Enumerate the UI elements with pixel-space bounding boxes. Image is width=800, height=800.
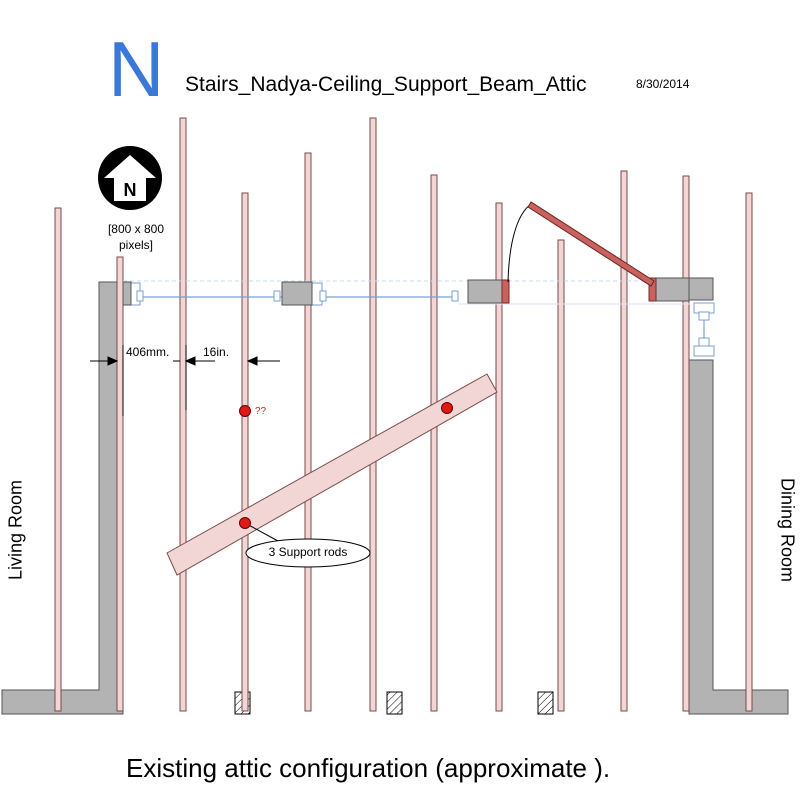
joist bbox=[430, 174, 438, 712]
dimension-16in bbox=[173, 356, 280, 366]
hatched-post bbox=[537, 691, 554, 715]
right-wall bbox=[688, 359, 789, 715]
attic-stair-door bbox=[527, 201, 655, 287]
joist bbox=[179, 117, 187, 712]
north-arrow-label: N bbox=[124, 180, 137, 200]
date-label: 8/30/2014 bbox=[636, 77, 690, 91]
joist bbox=[241, 192, 249, 712]
joist bbox=[54, 207, 62, 712]
caption: Existing attic configuration (approximat… bbox=[126, 753, 611, 783]
door-swing-arc bbox=[507, 203, 532, 283]
size-label: [800 x 800 pixels] bbox=[107, 222, 165, 252]
page-title: Stairs_Nadya-Ceiling_Support_Beam_Attic bbox=[185, 73, 587, 96]
joist bbox=[369, 117, 377, 712]
callout-leader bbox=[244, 522, 279, 542]
beam-cap bbox=[501, 279, 510, 304]
block bbox=[467, 279, 503, 304]
joist bbox=[745, 192, 753, 712]
support-rod-marker bbox=[239, 517, 251, 529]
joist bbox=[495, 202, 503, 712]
joist bbox=[116, 256, 124, 712]
ceiling-joists bbox=[54, 117, 753, 712]
joist bbox=[620, 170, 628, 712]
joist bbox=[682, 175, 690, 712]
callout-ellipse bbox=[245, 538, 371, 568]
dimension-label-mm: 406mm. bbox=[126, 345, 170, 359]
unknown-mark-label: ?? bbox=[255, 406, 267, 417]
joist bbox=[557, 239, 565, 712]
living-room-label: Living Room bbox=[5, 479, 26, 581]
right-wall-top bbox=[688, 277, 714, 301]
block bbox=[281, 281, 313, 306]
callout-label: 3 Support rods bbox=[268, 545, 348, 559]
joist bbox=[304, 152, 312, 712]
north-letter: N bbox=[108, 25, 165, 113]
support-rod-marker bbox=[441, 402, 453, 414]
support-rod-marker bbox=[239, 405, 251, 417]
north-arrow-shape bbox=[104, 155, 156, 201]
block bbox=[655, 277, 690, 302]
dining-room-label: Dining Room bbox=[777, 477, 798, 583]
dimension-label-in: 16in. bbox=[203, 345, 230, 359]
hatched-post bbox=[386, 691, 403, 715]
beam-cap bbox=[648, 277, 657, 302]
block bbox=[122, 281, 132, 306]
dimension-406mm bbox=[90, 345, 215, 416]
pipe-fittings bbox=[129, 282, 715, 357]
